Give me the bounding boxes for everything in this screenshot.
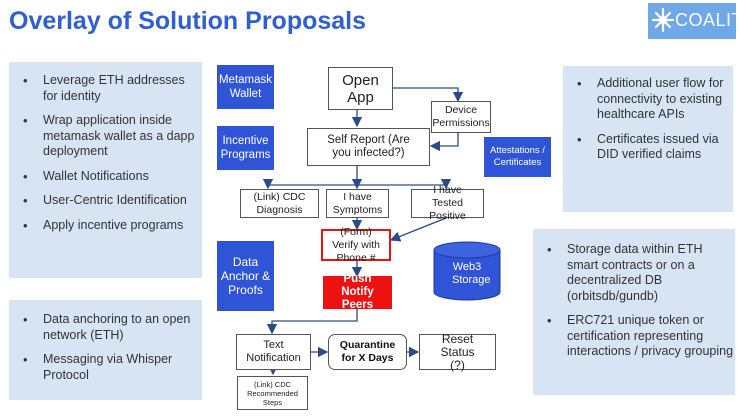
list-item: Wrap application inside metamask wallet … <box>9 113 202 160</box>
attestations-tag: Attestations / Certificates <box>484 137 551 177</box>
open-app-node: Open App <box>328 67 393 110</box>
list-item: Additional user flow for connectivity to… <box>563 76 733 123</box>
list-item: User-Centric Identification <box>9 193 202 209</box>
list-item: Certificates issued via DID verified cla… <box>563 132 733 163</box>
sparkle-icon <box>652 7 674 33</box>
list-item: Storage data within ETH smart contracts … <box>533 242 735 304</box>
device-permissions-node: Device Permissions <box>431 101 491 133</box>
tested-positive-node: I have Tested Positive <box>411 184 484 222</box>
logo-text: COALITION <box>675 10 740 30</box>
right-top-panel: Additional user flow for connectivity to… <box>563 66 733 212</box>
page-title: Overlay of Solution Proposals <box>9 7 367 35</box>
cdc-steps-node: (Link) CDC Recommended Steps <box>237 376 308 410</box>
text-notification-node: Text Notification <box>236 334 311 370</box>
list-item: Apply incentive programs <box>9 218 202 234</box>
left-bottom-panel: Data anchoring to an open network (ETH) … <box>9 300 202 400</box>
self-report-node: Self Report (Are you infected?) <box>307 128 430 166</box>
cdc-diagnosis-node: (Link) CDC Diagnosis <box>240 189 319 218</box>
data-anchor-tag: Data Anchor & Proofs <box>217 241 274 311</box>
reset-status-node: Reset Status (?) <box>419 332 496 371</box>
symptoms-node: I have Symptoms <box>326 189 389 218</box>
left-top-panel: Leverage ETH addresses for identity Wrap… <box>9 62 202 278</box>
verify-phone-node: (Form) Verify with Phone # <box>321 226 391 264</box>
database-icon <box>433 241 501 301</box>
list-item: Leverage ETH addresses for identity <box>9 73 202 104</box>
push-notify-node: Push Notify Peers <box>323 273 392 311</box>
list-item: Wallet Notifications <box>9 169 202 185</box>
right-bottom-panel: Storage data within ETH smart contracts … <box>533 229 735 395</box>
quarantine-node: Quarantine for X Days <box>328 334 407 370</box>
list-item: ERC721 unique token or certification rep… <box>533 313 735 360</box>
list-item: Messaging via Whisper Protocol <box>9 352 202 383</box>
incentive-programs-tag: Incentive Programs <box>217 126 274 170</box>
list-item: Data anchoring to an open network (ETH) <box>9 312 202 343</box>
metamask-wallet-tag: Metamask Wallet <box>217 65 274 109</box>
web3-storage-label: Web3 Storage <box>452 261 491 286</box>
